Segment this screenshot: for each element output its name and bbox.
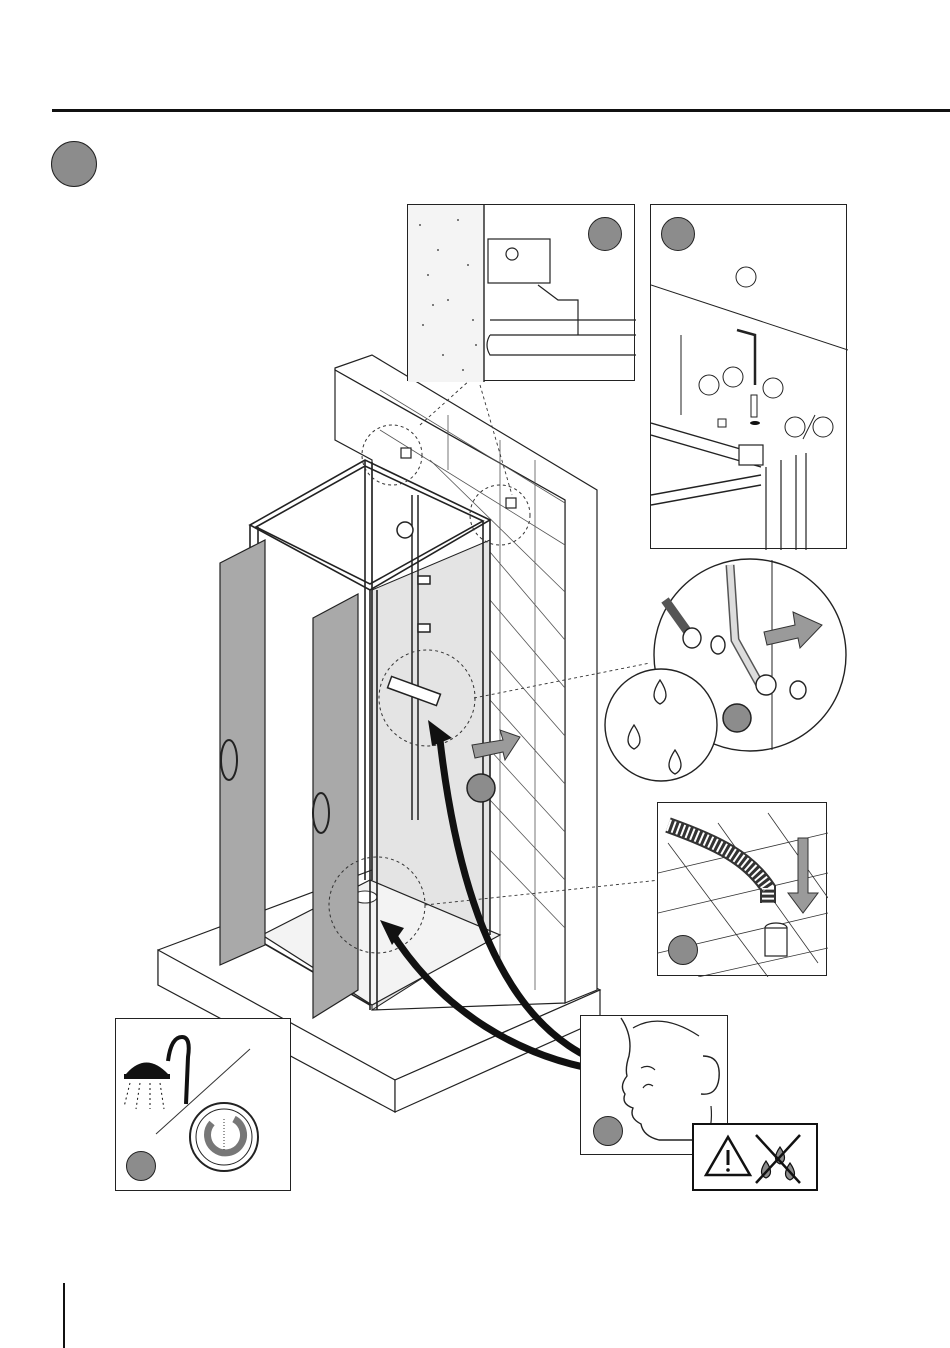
- shower-temperature-detail: [115, 1018, 291, 1191]
- flow-marker: [467, 774, 495, 802]
- shower-temperature-marker: [126, 1151, 156, 1181]
- no-water-warning: [692, 1123, 818, 1191]
- face-warning-marker: [593, 1116, 623, 1146]
- wall-bracket-detail: [407, 204, 635, 381]
- water-drops-icon: [762, 1147, 795, 1180]
- screw-assembly-marker: [661, 217, 695, 251]
- screw-assembly-detail: [650, 204, 847, 549]
- wall-bracket-marker: [588, 217, 622, 251]
- drain-hose-marker: [668, 935, 698, 965]
- drain-hose-detail: [657, 802, 827, 976]
